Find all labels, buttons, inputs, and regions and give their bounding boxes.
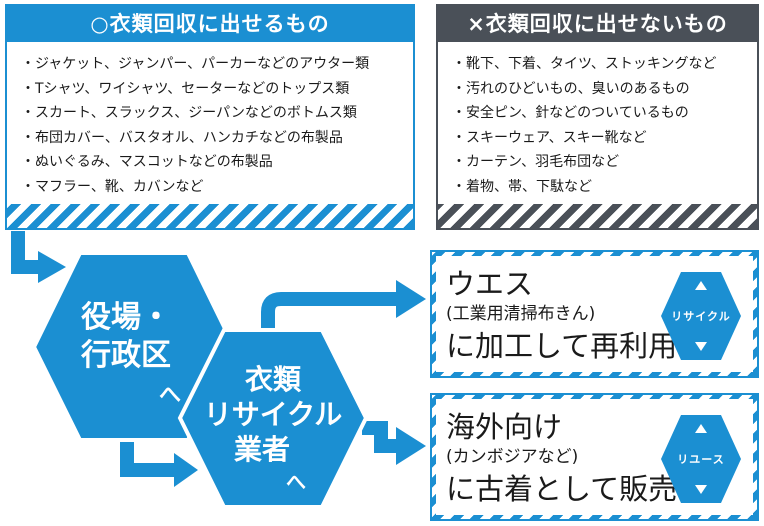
arrow-head <box>396 280 426 318</box>
reuse-badge: リユース <box>659 413 743 505</box>
stripe-decoration <box>438 204 757 228</box>
recycle-badge: リサイクル <box>659 270 743 362</box>
arrow-head <box>174 453 198 487</box>
non-recyclable-items-panel: ×衣類回収に出せないもの ・靴下、下着、タイツ、ストッキングなど ・汚れのひどい… <box>436 4 759 230</box>
recycle-badge-label: リサイクル <box>671 310 731 323</box>
reuse-result-box: 海外向け (カンボジアなど) に古着として販売 リユース <box>430 393 759 521</box>
recycler-label-line3: 業者 <box>234 433 290 466</box>
list-item: ・カーテン、羽毛布団など <box>452 154 620 170</box>
list-item: ・汚れのひどいもの、臭いのあるもの <box>452 80 690 97</box>
list-item: ・着物、帯、下駄など <box>452 178 592 195</box>
list-item: ・マフラー、靴、カバンなど <box>21 178 204 195</box>
recycler-label-line2: リサイクル <box>204 398 343 431</box>
office-label-line1: 役場・ <box>81 300 171 335</box>
office-label-suffix: へ <box>159 383 181 408</box>
stripe-decoration <box>7 204 413 228</box>
list-item: ・スカート、スラックス、ジーパンなどのボトムス類 <box>21 105 357 121</box>
arrow-head <box>396 427 426 465</box>
chevron-up-icon <box>695 424 707 433</box>
list-item: ・Tシャツ、ワイシャツ、セーターなどのトップス類 <box>21 80 350 97</box>
result-subtitle: (工業用清掃布きん) <box>446 304 596 324</box>
recycler-label-line1: 衣類 <box>245 363 302 396</box>
recycler-hexagon: 衣類 リサイクル 業者 へ <box>177 328 369 509</box>
recyclable-items-panel: ○衣類回収に出せるもの ・ジャケット、ジャンパー、パーカーなどのアウター類 ・T… <box>5 4 415 230</box>
chevron-up-icon <box>695 281 707 290</box>
arrow-to-office <box>11 231 40 274</box>
result-title: 海外向け <box>446 410 563 444</box>
non-recyclable-items-list: ・靴下、下着、タイツ、ストッキングなど ・汚れのひどいもの、臭いのあるもの ・安… <box>438 42 757 199</box>
list-item: ・靴下、下着、タイツ、ストッキングなど <box>452 56 717 72</box>
list-item: ・ジャケット、ジャンパー、パーカーなどのアウター類 <box>21 56 370 72</box>
office-hexagon: 役場・ 行政区 へ <box>31 251 237 442</box>
result-title: ウエス <box>446 267 534 301</box>
recyclable-items-list: ・ジャケット、ジャンパー、パーカーなどのアウター類 ・Tシャツ、ワイシャツ、セー… <box>7 42 413 199</box>
list-item: ・ぬいぐるみ、マスコットなどの布製品 <box>21 154 273 170</box>
chevron-down-icon <box>695 342 707 351</box>
reuse-badge-label: リユース <box>677 453 725 466</box>
office-label-line2: 行政区 <box>80 338 171 373</box>
recyclable-items-title: ○衣類回収に出せるもの <box>7 6 413 42</box>
result-description: に古着として販売 <box>446 472 678 506</box>
recycle-result-box: ウエス (工業用清掃布きん) に加工して再利用 リサイクル <box>430 250 759 378</box>
recycler-label-suffix: へ <box>286 470 306 494</box>
list-item: ・安全ピン、針などのついているもの <box>452 105 689 121</box>
arrow-head <box>38 251 66 283</box>
result-description: に加工して再利用 <box>446 329 678 363</box>
chevron-down-icon <box>695 485 707 494</box>
non-recyclable-items-title: ×衣類回収に出せないもの <box>438 6 757 42</box>
arrow-to-reuse-result <box>362 421 398 453</box>
list-item: ・布団カバー、バスタオル、ハンカチなどの布製品 <box>21 129 343 146</box>
list-item: ・スキーウェア、スキー靴など <box>452 129 647 146</box>
arrow-to-rag-result <box>261 292 398 335</box>
result-subtitle: (カンボジアなど) <box>446 447 579 467</box>
